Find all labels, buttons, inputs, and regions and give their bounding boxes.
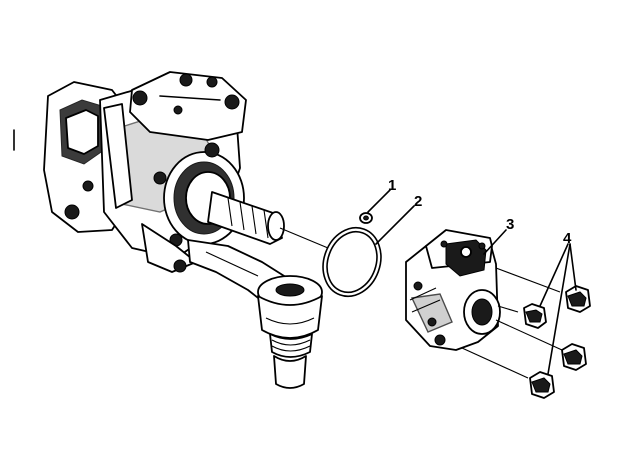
- alignment-line: [495, 267, 561, 293]
- callout-leader-4c: [547, 243, 571, 375]
- callout-label-2: 2: [414, 193, 422, 210]
- callout-label-4: 4: [563, 230, 572, 247]
- alignment-line: [495, 319, 563, 351]
- hex-bolt-icon: [565, 285, 591, 313]
- side-cover-housing-icon: [405, 229, 501, 351]
- callout-leader-3: [483, 229, 507, 255]
- alignment-line: [497, 305, 519, 313]
- hex-bolt-icon: [529, 371, 555, 399]
- callout-label-3: 3: [506, 216, 514, 233]
- alignment-line: [279, 227, 329, 249]
- callout-leader-4b: [569, 243, 577, 291]
- hex-bolt-icon: [561, 343, 587, 371]
- small-seal-icon: [359, 212, 373, 224]
- callout-leader-1: [367, 189, 391, 213]
- steering-gear-assembly-icon: [43, 71, 285, 273]
- o-ring-seal-icon: [322, 226, 382, 298]
- callout-label-1: 1: [388, 177, 396, 194]
- pitman-arm-icon: [187, 239, 323, 389]
- callout-leader-2: [375, 205, 415, 245]
- hex-bolt-icon: [523, 303, 547, 329]
- callout-leader-4a: [539, 243, 569, 307]
- alignment-line: [461, 347, 529, 379]
